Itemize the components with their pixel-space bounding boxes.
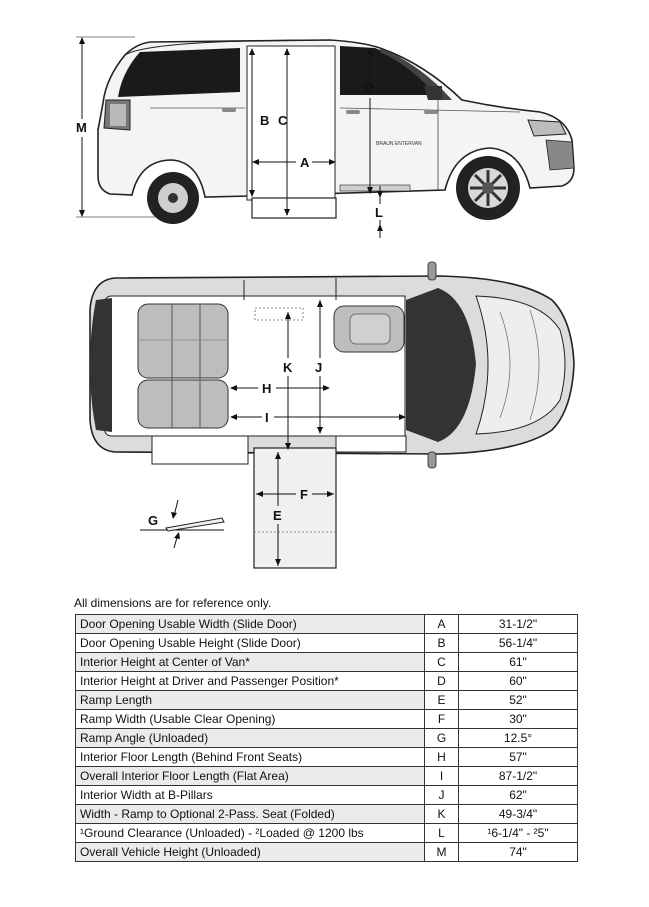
row-code: A [424,614,459,634]
row-value: 61" [458,652,578,672]
dim-label-h: H [262,381,271,396]
dim-label-j: J [315,360,322,375]
row-value: 74" [458,842,578,862]
row-value: 12.5° [458,728,578,748]
row-description: Interior Width at B-Pillars [75,785,425,805]
table-row: ¹Ground Clearance (Unloaded) - ²Loaded @… [75,823,578,843]
dim-label-d: D [364,80,373,95]
row-description: Door Opening Usable Height (Slide Door) [75,633,425,653]
row-description: ¹Ground Clearance (Unloaded) - ²Loaded @… [75,823,425,843]
table-row: Overall Interior Floor Length (Flat Area… [75,766,578,786]
van-diagram: M BRAUN ENTERVAN [76,36,575,569]
van-side-view: M BRAUN ENTERVAN [76,36,575,238]
dim-label-e: E [273,508,282,523]
row-code: C [424,652,459,672]
row-description: Width - Ramp to Optional 2-Pass. Seat (F… [75,804,425,824]
van-top-view: K J H I F E G [89,261,575,569]
row-value: 30" [458,709,578,729]
row-description: Overall Vehicle Height (Unloaded) [75,842,425,862]
dim-label-k: K [283,360,293,375]
row-value: 60" [458,671,578,691]
row-code: L [424,823,459,843]
row-description: Overall Interior Floor Length (Flat Area… [75,766,425,786]
row-value: 31-1/2" [458,614,578,634]
row-value: 56-1/4" [458,633,578,653]
reference-note: All dimensions are for reference only. [74,596,272,610]
row-value: 62" [458,785,578,805]
row-description: Door Opening Usable Width (Slide Door) [75,614,425,634]
dim-label-c: C [278,113,288,128]
row-value: 49-3/4" [458,804,578,824]
row-code: G [424,728,459,748]
row-code: I [424,766,459,786]
table-row: Width - Ramp to Optional 2-Pass. Seat (F… [75,804,578,824]
row-code: H [424,747,459,767]
row-value: 57" [458,747,578,767]
row-description: Ramp Length [75,690,425,710]
row-description: Interior Height at Driver and Passenger … [75,671,425,691]
row-value: 87-1/2" [458,766,578,786]
dim-label-g: G [148,513,158,528]
dim-label-l: L [375,205,383,220]
dim-label-b: B [260,113,269,128]
dim-label-a: A [300,155,310,170]
table-row: Interior Floor Length (Behind Front Seat… [75,747,578,767]
dim-label-m: M [76,120,87,135]
row-code: J [424,785,459,805]
table-row: Interior Height at Driver and Passenger … [75,671,578,691]
dim-label-f: F [300,487,308,502]
row-code: F [424,709,459,729]
row-code: M [424,842,459,862]
row-code: E [424,690,459,710]
row-description: Ramp Angle (Unloaded) [75,728,425,748]
row-description: Interior Height at Center of Van* [75,652,425,672]
svg-text:BRAUN ENTERVAN: BRAUN ENTERVAN [376,141,422,147]
row-code: K [424,804,459,824]
row-description: Ramp Width (Usable Clear Opening) [75,709,425,729]
row-value: ¹6-1/4" - ²5" [458,823,578,843]
row-code: B [424,633,459,653]
dim-label-i: I [265,410,269,425]
row-code: D [424,671,459,691]
row-value: 52" [458,690,578,710]
row-description: Interior Floor Length (Behind Front Seat… [75,747,425,767]
table-row: Door Opening Usable Height (Slide Door)B… [75,633,578,653]
